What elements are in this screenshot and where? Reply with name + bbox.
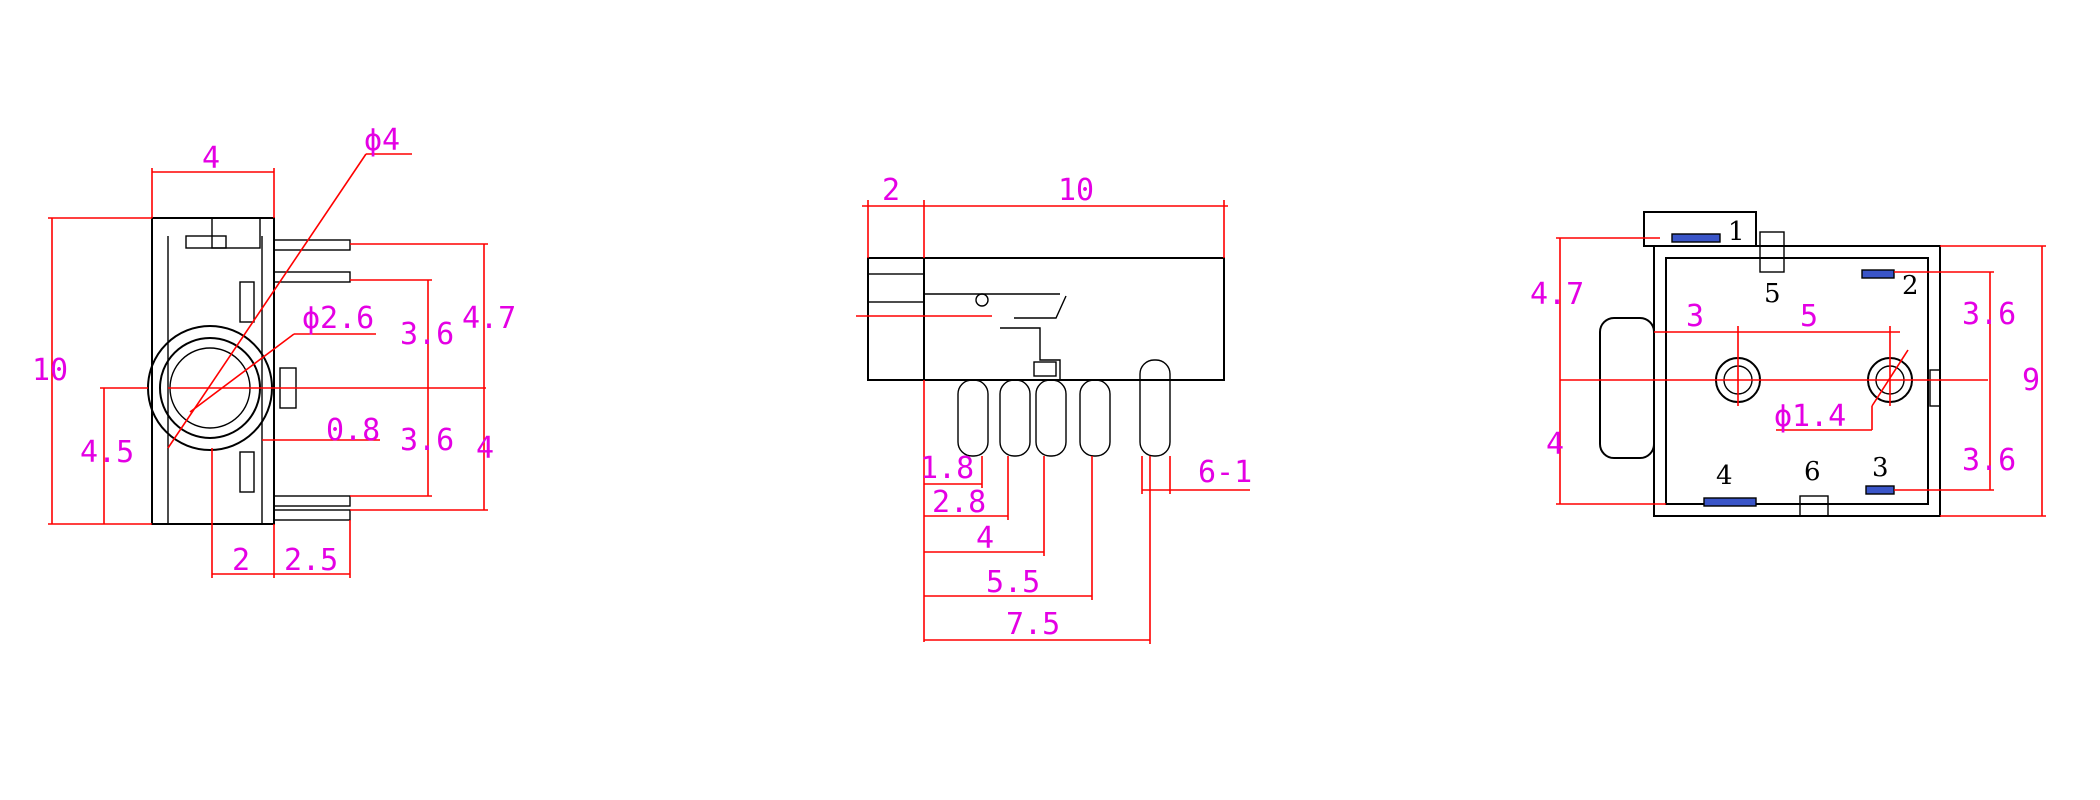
pin-pad-2 — [1861, 269, 1895, 279]
front-view — [867, 257, 1225, 457]
pin-label-6: 6 — [1804, 457, 1821, 487]
pin-pad-1 — [1671, 233, 1721, 243]
dim-label-side-width: 4 — [202, 141, 220, 176]
front-pin-block — [1033, 361, 1057, 377]
dim-label-hole-left: 3 — [1686, 299, 1704, 334]
dim-label-right-lower: 4 — [476, 431, 494, 466]
pin-label-4: 4 — [1716, 461, 1733, 491]
front-pin-5 — [1139, 359, 1171, 457]
side-housing-outline — [151, 217, 275, 525]
dim-label-outer-diameter: ϕ4 — [364, 123, 400, 158]
pin-label-3: 3 — [1872, 453, 1889, 483]
side-pin-lower-2 — [273, 509, 351, 521]
front-pin-4 — [1079, 379, 1111, 457]
dim-label-total-height: 10 — [32, 353, 68, 388]
side-view-dimensions: 4 ϕ4 ϕ2.6 10 4.5 3.6 4.7 0.8 3.6 — [32, 123, 516, 578]
pin-label-5: 5 — [1764, 279, 1781, 309]
bottom-pin5-post — [1759, 231, 1785, 273]
front-pin-2 — [999, 379, 1031, 457]
bottom-side-notch — [1929, 369, 1941, 407]
dim-label-pin-1: 1.8 — [920, 451, 974, 486]
dim-label-pin-count: 6-1 — [1198, 455, 1252, 490]
side-slot-lower — [239, 451, 255, 493]
front-pin-1 — [957, 379, 989, 457]
dim-label-front-top-left: 2 — [882, 173, 900, 208]
dim-label-pin-4: 5.5 — [986, 565, 1040, 600]
dim-label-offset: 0.8 — [326, 413, 380, 448]
side-top-tab — [211, 217, 261, 249]
dim-label-bottom-left: 2 — [232, 543, 250, 578]
front-view-dimensions: 2 10 1.8 2.8 4 5.5 7.5 6-1 — [856, 173, 1252, 644]
pin-post-6 — [1799, 495, 1829, 517]
dim-label-left-upper: 4.7 — [1530, 277, 1584, 312]
front-latch-spring — [1014, 295, 1067, 319]
bottom-view: 1 2 3 4 5 6 — [1599, 211, 1941, 517]
dim-label-pin-5: 7.5 — [1006, 607, 1060, 642]
dim-label-front-length: 10 — [1058, 173, 1094, 208]
dim-leader — [1871, 349, 1909, 407]
dim-label-upper-pitch: 3.6 — [400, 317, 454, 352]
side-pin-lower-1 — [273, 495, 351, 507]
pin-label-2: 2 — [1902, 271, 1919, 301]
front-pin-3 — [1035, 379, 1067, 457]
dim-leader — [189, 333, 295, 413]
side-view — [147, 217, 351, 525]
front-housing-body — [923, 257, 1225, 381]
dim-label-hole-right: 5 — [1800, 299, 1818, 334]
front-plug-nose — [867, 273, 925, 303]
side-slot-upper — [239, 281, 255, 323]
dim-label-right-upper: 4.7 — [462, 301, 516, 336]
dim-label-lower-height: 4.5 — [80, 435, 134, 470]
side-pin-upper-2 — [273, 271, 351, 283]
side-pin-upper-1 — [273, 239, 351, 251]
dim-label-left-lower: 4 — [1546, 427, 1564, 462]
pin-pad-3 — [1865, 485, 1895, 495]
dim-leader — [167, 153, 367, 449]
pin-pad-4 — [1703, 497, 1757, 507]
pin-label-1: 1 — [1728, 217, 1745, 247]
bottom-top-tab — [1643, 211, 1757, 247]
bottom-view-dimensions: 4.7 4 3 5 ϕ1.4 3.6 3.6 9 — [1530, 237, 2046, 517]
front-latch-outline — [1000, 327, 1061, 380]
front-inner-hole — [975, 293, 989, 307]
bottom-housing-inner — [1665, 257, 1929, 505]
side-top-notch — [185, 235, 227, 249]
dim-label-lower-pitch: 3.6 — [400, 423, 454, 458]
dim-label-right-lower: 3.6 — [1962, 443, 2016, 478]
dim-label-total-height-bottom: 9 — [2022, 363, 2040, 398]
dim-label-right-upper: 3.6 — [1962, 297, 2016, 332]
dim-label-inner-diameter: ϕ2.6 — [302, 301, 374, 336]
bottom-housing-outline — [1653, 245, 1941, 517]
dim-label-bottom-right: 2.5 — [284, 543, 338, 578]
dim-label-pin-3: 4 — [976, 521, 994, 556]
dim-label-hole-diameter: ϕ1.4 — [1774, 399, 1846, 434]
dim-label-pin-2: 2.8 — [932, 485, 986, 520]
bottom-plug-nose — [1599, 317, 1655, 459]
